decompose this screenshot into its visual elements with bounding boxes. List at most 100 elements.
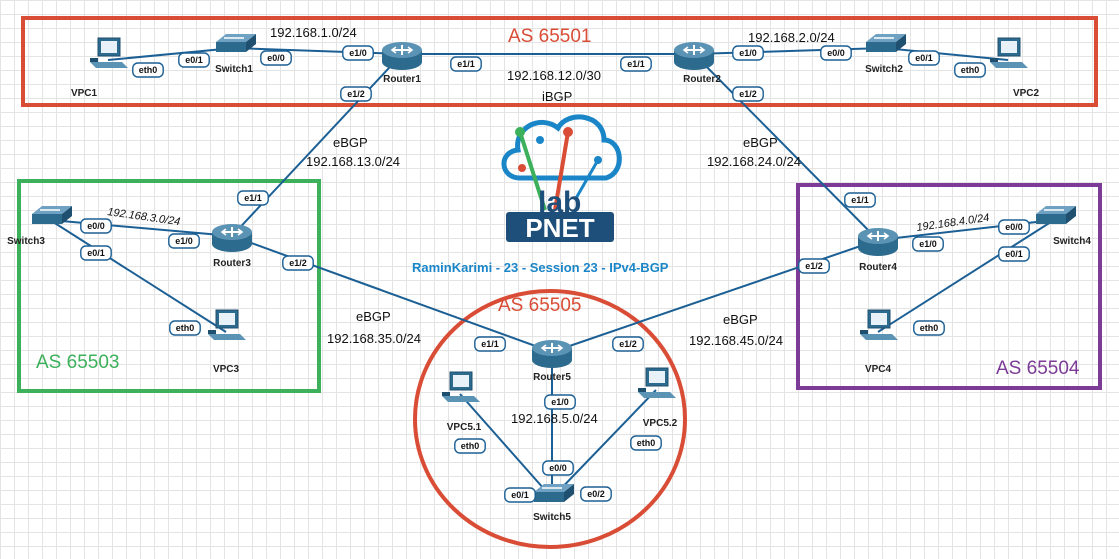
vpc2-node[interactable]: VPC2 [990,37,1040,99]
iface-switch4-e0-0-text: e0/0 [1005,222,1023,232]
vpc3-label: VPC3 [213,364,240,375]
pc-icon [90,37,128,68]
iface-switch5-e0-0-text: e0/0 [549,463,567,473]
link-vpc51-switch5 [459,393,553,499]
vpc1-node[interactable]: VPC1 [71,37,128,99]
vpc51-label: VPC5.1 [447,422,482,433]
iface-vpc52-eth0-text: eth0 [637,438,656,448]
vpc51-node[interactable]: VPC5.1 [442,371,482,433]
nodes: VPC1 Switch1 Router1 Router2Switch2VPC2Swit… [7,34,1091,523]
iface-switch4-e0-1-text: e0/1 [1005,249,1023,259]
vpc1-label: VPC1 [71,88,98,99]
pnet-logo: lab PNET [501,114,622,243]
vpc2-label: VPC2 [1013,88,1040,99]
iface-router4-e1-2-text: e1/2 [805,261,823,271]
iface-router3-e1-0-text: e1/0 [175,236,193,246]
switch1-node[interactable]: Switch1 [215,34,256,75]
switch3-node[interactable]: Switch3 [7,206,72,247]
iface-router3-e1-1-text: e1/1 [244,193,262,203]
pc-icon [860,309,898,340]
as-65503-boundary [17,179,321,393]
iface-router2-e1-2-text: e1/2 [739,89,757,99]
logo-plate [506,212,614,242]
iface-switch4-e0-0: e0/0 [998,219,1030,235]
proto-label-r1-r2: iBGP [542,89,572,104]
switch-icon [1036,206,1076,224]
net-label-r3-r5: 192.168.35.0/24 [327,331,421,346]
link-switch4-vpc4 [877,219,1055,333]
iface-router2-e1-2: e1/2 [732,86,764,102]
iface-router1-e1-0: e1/0 [342,45,374,61]
router3-node[interactable]: Router3 [212,224,252,269]
iface-router3-e1-2: e1/2 [282,255,314,271]
switch4-node[interactable]: Switch4 [1036,206,1091,247]
link-switch2-vpc2 [883,47,1009,61]
link-switch3-vpc3 [49,219,227,333]
iface-router5-e1-1: e1/1 [474,336,506,352]
iface-vpc1-eth0: eth0 [132,62,164,78]
iface-router1-e1-1-text: e1/1 [457,59,475,69]
link-vpc1-switch1 [107,47,235,61]
iface-router2-e1-1-text: e1/1 [627,59,645,69]
net-label-r2-lan: 192.168.2.0/24 [748,30,835,45]
switch2-node[interactable]: Switch2 [865,34,906,75]
net-label-r3-lan: 192.168.3.0/24 [107,206,181,228]
switch3-label: Switch3 [7,236,45,247]
iface-router1-e1-1: e1/1 [450,56,482,72]
net-label-r1-r2: 192.168.12.0/30 [507,68,601,83]
vpc4-node[interactable]: VPC4 [860,309,898,375]
router1-node[interactable]: Router1 [382,42,422,85]
proto-label-r2-r4: eBGP [743,135,778,150]
iface-vpc51-eth0: eth0 [454,438,486,454]
link-router2-router4 [693,53,879,241]
iface-router1-e1-2: e1/2 [340,86,372,102]
iface-router4-e1-1-text: e1/1 [851,195,869,205]
iface-router3-e1-0: e1/0 [168,233,200,249]
iface-vpc52-eth0: eth0 [630,435,662,451]
logo-cloud-icon [501,114,622,181]
iface-vpc4-eth0-text: eth0 [920,323,939,333]
iface-switch3-e0-0: e0/0 [80,218,112,234]
iface-router3-e1-2-text: e1/2 [289,258,307,268]
switch-icon [534,484,574,502]
switch2-label: Switch2 [865,64,903,75]
vpc3-node[interactable]: VPC3 [208,309,246,375]
net-label-r1-lan: 192.168.1.0/24 [270,25,357,40]
router2-node[interactable]: Router2 [674,42,721,85]
iface-router2-e1-0-text: e1/0 [739,48,757,58]
link-switch1-router1 [233,47,403,55]
iface-vpc3-eth0: eth0 [169,320,201,336]
iface-router4-e1-2: e1/2 [798,258,830,274]
router3-label: Router3 [213,258,251,269]
iface-vpc51-eth0-text: eth0 [461,441,480,451]
router4-node[interactable]: Router4 [858,228,898,273]
as-65503-label: AS 65503 [36,352,119,373]
iface-router5-e1-2-text: e1/2 [619,339,637,349]
interface-labels: eth0 e0/1 e0/0 e1/0 e1/1 e1/1 e1/0 e0/0 e0/1 eth0… [80,45,1030,503]
iface-vpc2-eth0-text: eth0 [961,65,980,75]
switch5-node[interactable]: Switch5 [533,484,574,523]
net-label-r2-r4: 192.168.24.0/24 [707,154,801,169]
router5-node[interactable]: Router5 [532,340,572,383]
logo-text: PNET [525,213,594,243]
router-icon [212,224,252,252]
router4-label: Router4 [859,262,897,273]
as-65504-boundary [796,183,1102,390]
pc-icon [208,309,246,340]
router-icon [532,340,572,368]
iface-router5-e1-0-text: e1/0 [551,397,569,407]
iface-switch1-e0-0-text: e0/0 [267,53,285,63]
iface-switch5-e0-2: e0/2 [580,486,612,502]
iface-router5-e1-2: e1/2 [612,336,644,352]
net-label-r5-lan: 192.168.5.0/24 [511,411,598,426]
as-65505-boundary [413,289,687,549]
vpc4-label: VPC4 [865,364,892,375]
vpc52-label: VPC5.2 [643,418,678,429]
iface-router1-e1-2-text: e1/2 [347,89,365,99]
iface-switch5-e0-0: e0/0 [542,460,574,476]
switch-icon [216,34,256,52]
iface-router2-e1-1: e1/1 [620,56,652,72]
vpc52-node[interactable]: VPC5.2 [638,367,678,429]
iface-switch1-e0-1-text: e0/1 [185,55,203,65]
net-label-r4-r5: 192.168.45.0/24 [689,333,783,348]
